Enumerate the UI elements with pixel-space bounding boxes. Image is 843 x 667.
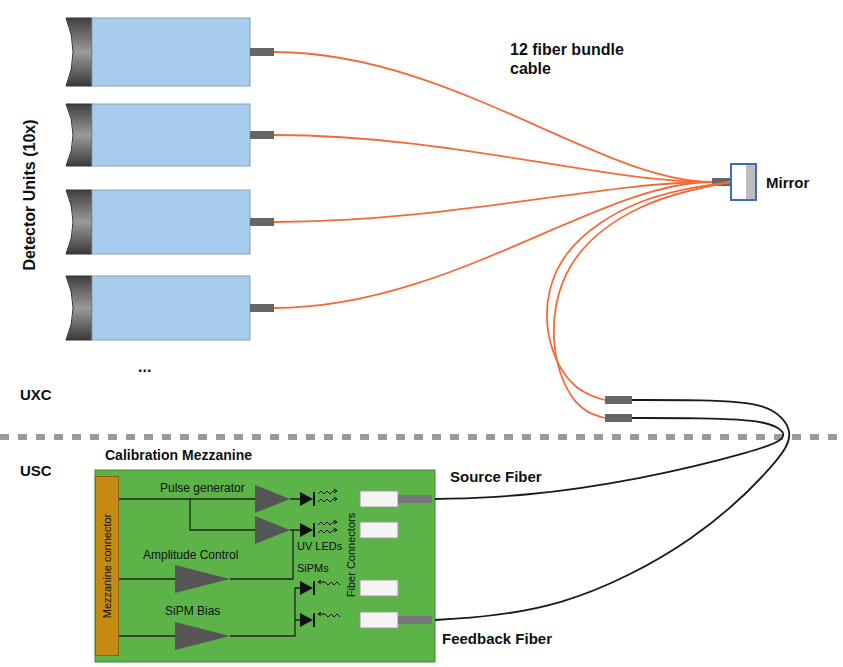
amplifier-symbol [255, 485, 290, 513]
connector-label: Mezzanine connector [101, 514, 113, 619]
led-symbol [313, 523, 315, 537]
led-symbol [300, 492, 313, 506]
fiber-socket [360, 491, 398, 507]
detector-cap [66, 18, 92, 86]
detector-cap [66, 104, 92, 166]
fiber-connector [435, 182, 783, 499]
fiber-plug [250, 218, 274, 226]
block-label: Amplitude Control [143, 548, 238, 562]
light-arrow [318, 612, 340, 617]
light-arrow [318, 489, 337, 494]
component-label: SiPMs [297, 562, 329, 574]
block-label: SiPM Bias [165, 604, 220, 618]
fiber-line [547, 182, 730, 400]
fiber-socket [360, 522, 398, 538]
detector-body [92, 190, 250, 254]
detector-cap [66, 190, 92, 254]
fiber-connector [435, 182, 789, 620]
bundle-fibers [274, 52, 712, 308]
board-outline [95, 470, 435, 662]
block-label: Pulse generator [160, 481, 245, 495]
detector-body [92, 18, 250, 86]
diodes [300, 492, 314, 627]
area-label: UXC [20, 386, 52, 403]
component-label: Fiber Connectors [345, 513, 357, 597]
mirror-box: Mirror [730, 163, 757, 201]
detector-cap [66, 276, 92, 340]
component-label: UV LEDs [297, 540, 342, 552]
mirror-label: Mirror [766, 174, 809, 191]
bundle-connector [605, 396, 632, 404]
fiber-socket [360, 580, 398, 596]
area-label: USC [20, 462, 52, 479]
sipm-symbol [300, 581, 313, 595]
ellipsis: ... [138, 358, 151, 376]
detector-body [92, 104, 250, 166]
fiber-line [435, 418, 783, 499]
fiber [274, 135, 712, 182]
amplifier-symbol [255, 516, 290, 544]
detector-body [92, 276, 250, 340]
board-title: Calibration Mezzanine [105, 447, 252, 463]
fiber-line [554, 182, 730, 418]
fiber-line [435, 400, 789, 620]
fiber-plug [250, 131, 274, 139]
sipm-symbol [313, 613, 315, 627]
led-symbol [300, 523, 313, 537]
mezzanine-connector: Mezzanine connector [95, 476, 119, 656]
light-arrow [318, 528, 337, 533]
fiber-connectors [360, 491, 432, 628]
cavern-divider [0, 434, 843, 440]
light-arrow [318, 497, 337, 502]
light-arrow [318, 580, 340, 585]
fiber [274, 182, 712, 222]
bundle-connector [605, 414, 632, 422]
fiber-label: Source Fiber [448, 468, 544, 485]
led-symbol [313, 492, 315, 506]
cable-label: 12 fiber bundle cable [510, 40, 640, 78]
amplifier-symbol [175, 565, 230, 593]
sipm-symbol [313, 581, 315, 595]
fiber-label: Feedback Fiber [440, 630, 554, 647]
amplifiers [175, 485, 290, 650]
light-arrows [318, 489, 340, 617]
light-arrow [318, 520, 337, 525]
detector-label: Detector Units (10x) [21, 119, 39, 270]
fiber [274, 52, 712, 182]
fiber-socket [360, 612, 398, 628]
fiber-plug [250, 304, 274, 312]
board-wires [119, 499, 300, 636]
calibration-board: Calibration MezzanineMezzanine connector [95, 470, 435, 662]
fiber-plug [398, 495, 432, 503]
fiber-plug [250, 48, 274, 56]
fiber-plug [398, 616, 432, 624]
detector-units [66, 18, 274, 340]
wire [119, 588, 300, 636]
amplifier-symbol [175, 622, 230, 650]
sipm-symbol [300, 613, 313, 627]
